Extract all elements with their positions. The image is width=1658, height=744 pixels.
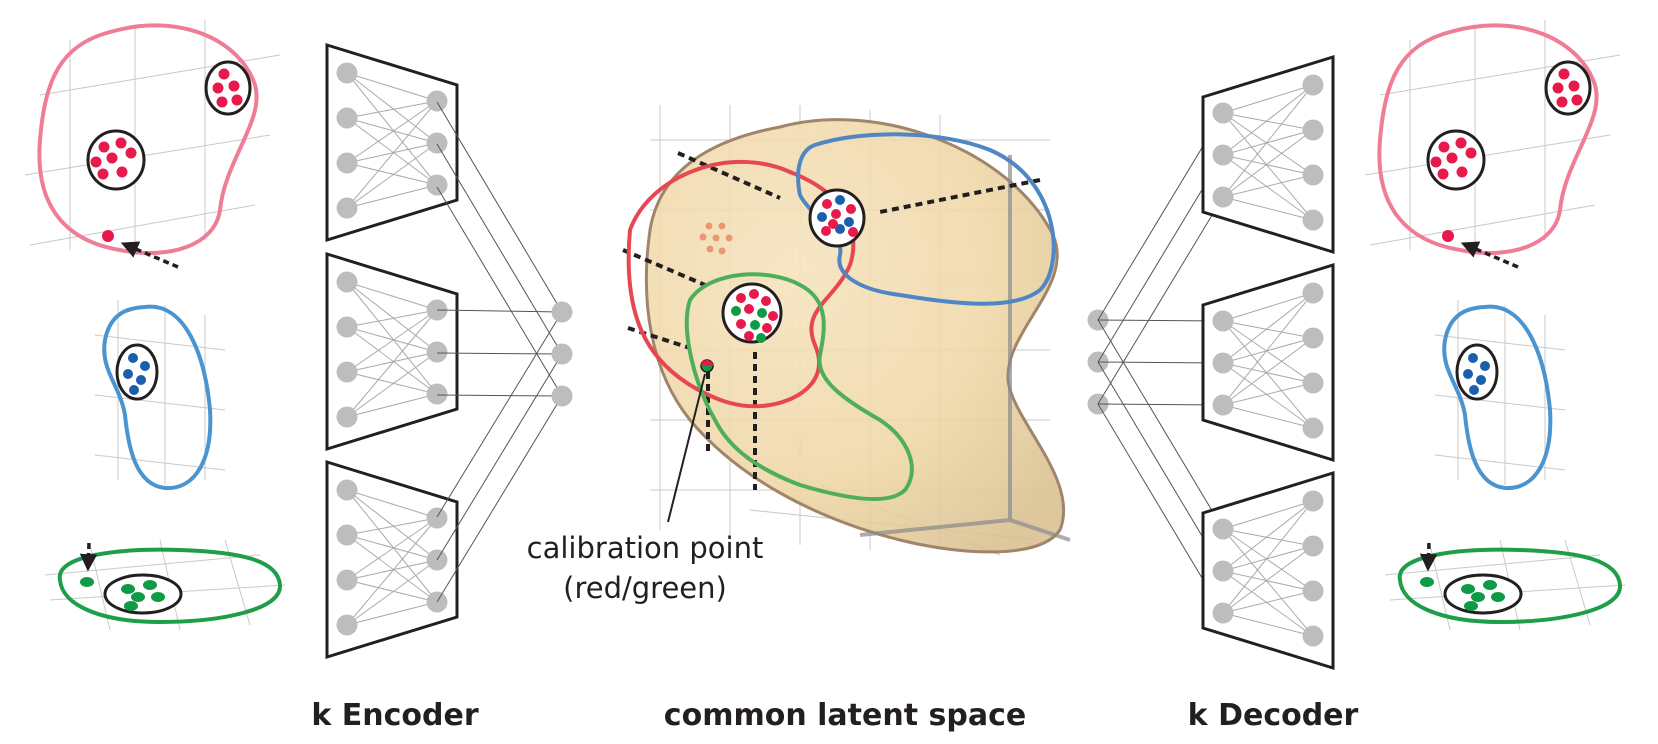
decoder-network-2	[1201, 262, 1335, 463]
right-red-arrow-icon	[1460, 241, 1519, 269]
right-blue-domain-outline	[1442, 304, 1553, 491]
encoder-frame	[325, 251, 459, 452]
latent-faded-cluster	[699, 222, 733, 255]
decoder-caption: k Decoder	[1187, 698, 1359, 733]
right-green-cluster-points	[1461, 580, 1505, 611]
encoder-edges	[346, 72, 438, 209]
left-green-arrow-icon	[79, 542, 98, 572]
latent-red-green-cluster-points	[731, 289, 778, 343]
encoder-edges	[346, 281, 438, 418]
decoder-frame	[1201, 470, 1335, 671]
right-green-calibration-point	[1420, 577, 1434, 587]
right-red-domain-outline	[1377, 23, 1599, 255]
decoder-nodes	[1212, 74, 1324, 231]
latent-space-caption: common latent space	[663, 698, 1027, 733]
encoder-frame	[325, 42, 459, 243]
right-blue-domain	[1434, 300, 1566, 491]
right-blue-cluster-points	[1463, 353, 1490, 395]
latent-dashed-guides	[622, 151, 1041, 490]
left-green-domain	[44, 539, 286, 631]
right-green-domain-outline	[1397, 547, 1622, 625]
right-green-arrow-icon	[1419, 542, 1438, 572]
left-green-calibration-point	[80, 577, 94, 587]
right-blue-grid	[1434, 300, 1566, 485]
left-red-cluster-points-2	[212, 68, 243, 108]
decoder-edges	[1222, 84, 1314, 221]
latent-red-region	[626, 159, 856, 409]
left-blue-domain	[94, 300, 226, 491]
left-red-arrow-icon	[120, 241, 179, 269]
encoder-output-links	[436, 101, 563, 603]
left-blue-domain-outline	[102, 304, 213, 491]
left-red-domain	[24, 20, 281, 269]
right-red-grid	[1364, 20, 1621, 250]
right-red-cluster-points	[1430, 137, 1477, 180]
decoder-nodes	[1212, 282, 1324, 439]
calibration-point-annotation: calibration point (red/green)	[527, 528, 764, 608]
right-red-cluster-points-2	[1552, 68, 1583, 108]
encoder-network-3	[325, 459, 459, 660]
latent-calibration-point	[700, 359, 714, 373]
decoder-nodes	[1212, 490, 1324, 647]
left-blue-cluster-points	[123, 353, 150, 395]
latent-space-surface	[644, 118, 1066, 554]
encoder-network-2	[325, 251, 459, 452]
decoder-frame	[1201, 54, 1335, 255]
decoder-network-1	[1201, 54, 1335, 255]
left-domains	[24, 20, 286, 631]
latent-green-region	[684, 272, 914, 501]
encoder-network-1	[325, 42, 459, 243]
left-blue-cluster-circle	[115, 343, 159, 401]
decoder-edges	[1222, 500, 1314, 637]
right-blue-cluster-circle	[1455, 343, 1499, 401]
encoder-edges	[346, 489, 438, 626]
latent-red-blue-cluster-points	[817, 195, 858, 237]
calibration-point-label: calibration point	[526, 531, 764, 565]
right-green-domain	[1384, 539, 1626, 631]
left-red-grid	[24, 20, 281, 250]
encoder-latent-nodes	[551, 301, 573, 407]
encoder-stack	[325, 42, 459, 660]
right-domains	[1364, 20, 1626, 631]
calibration-pointer-line	[667, 373, 706, 523]
latent-space	[622, 105, 1071, 556]
left-green-domain-outline	[57, 547, 282, 625]
decoder-stack	[1201, 54, 1335, 671]
left-red-cluster-points	[90, 137, 137, 180]
encoder-caption: k Encoder	[311, 698, 479, 733]
encoder-nodes	[336, 62, 448, 219]
decoder-edges	[1222, 292, 1314, 429]
calibration-point-sublabel: (red/green)	[563, 571, 727, 605]
encoder-frame	[325, 459, 459, 660]
right-red-calibration-point	[1442, 230, 1454, 242]
encoder-nodes	[336, 271, 448, 428]
left-red-calibration-point	[102, 230, 114, 242]
left-red-domain-outline	[37, 23, 259, 255]
latent-axes	[859, 155, 1071, 542]
left-green-cluster-points	[121, 580, 165, 611]
right-red-domain	[1364, 20, 1621, 269]
decoder-frame	[1201, 262, 1335, 463]
decoder-network-3	[1201, 470, 1335, 671]
